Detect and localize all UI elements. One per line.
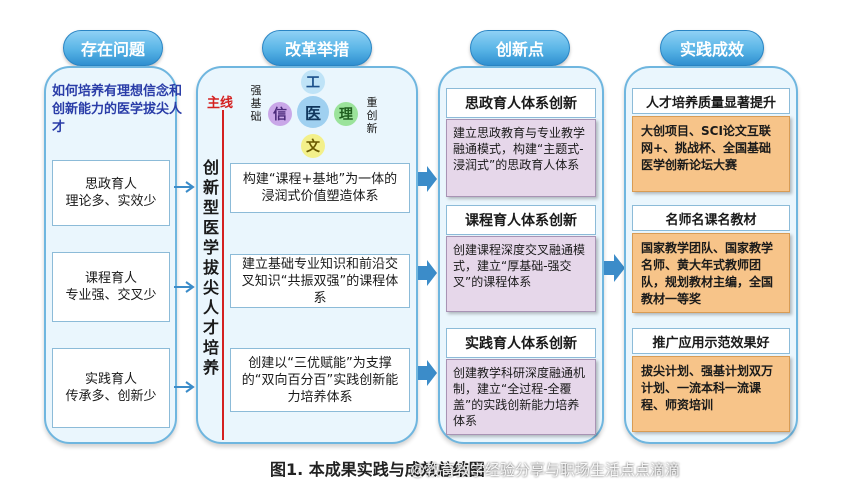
watermark-text: @教育教学经验分享与职场生活点点滴滴 [410, 461, 681, 479]
problem-ideology-desc: 理论多、实效少 [65, 194, 157, 209]
innovation-body-ideology: 建立思政教育与专业教学融通模式，构建“主题式-浸润式”的思政育人体系 [446, 119, 596, 197]
innovation-body-curriculum: 创建课程深度交叉融通模式，建立“厚基础-强交叉”的课程体系 [446, 236, 596, 312]
reform-ideology-text: 构建“课程+基地”为一体的浸润式价值塑造体系 [242, 172, 398, 204]
problem-practice-title: 实践育人 [84, 372, 137, 387]
problem-curriculum-title: 课程育人 [84, 271, 137, 286]
problem-practice-desc: 传承多、创新少 [65, 389, 157, 404]
circle-humanities: 文 [301, 134, 325, 158]
result-body-quality: 大创项目、SCI论文互联网+、挑战杯、全国基础医学创新论坛大赛 [632, 116, 790, 192]
header-innovations: 创新点 [470, 30, 570, 66]
innovation-title-ideology: 思政育人体系创新 [446, 88, 596, 118]
circle-engineering: 工 [301, 70, 325, 94]
problem-question: 如何培养有理想信念和创新能力的医学拔尖人才 [52, 84, 183, 135]
problem-box-curriculum: 课程育人 专业强、交叉少 [52, 252, 170, 322]
result-title-quality: 人才培养质量显著提升 [632, 88, 790, 114]
label-strong-foundation: 强基础 [250, 84, 262, 123]
result-body-teachers: 国家教学团队、国家教学名师、黄大年式教师团队，规划教材主编，全国教材一等奖 [632, 233, 790, 313]
problem-box-ideology: 思政育人 理论多、实效少 [52, 160, 170, 226]
header-results: 实践成效 [660, 30, 764, 66]
main-line-bar [222, 110, 224, 440]
innovation-title-curriculum: 课程育人体系创新 [446, 205, 596, 235]
circle-science: 理 [334, 102, 358, 126]
reform-box-ideology: 构建“课程+基地”为一体的浸润式价值塑造体系 [230, 163, 410, 213]
problem-box-practice: 实践育人 传承多、创新少 [52, 348, 170, 428]
reform-vertical-title: 创新型医学拔尖人才培养 [202, 158, 219, 377]
reform-curriculum-text: 建立基础专业知识和前沿交叉知识“共振双强”的课程体系 [241, 256, 399, 306]
arrow-reform-1-icon [418, 166, 437, 192]
arrow-reform-2-icon [418, 260, 437, 286]
result-title-promotion: 推广应用示范效果好 [632, 328, 790, 354]
main-line-label: 主线 [207, 96, 234, 111]
arrow-problem-3-icon [174, 381, 195, 393]
innovation-body-practice: 创建教学科研深度融通机制，建立“全过程-全覆盖”的实践创新能力培养体系 [446, 359, 596, 435]
arrow-reform-3-icon [418, 360, 437, 386]
result-title-teachers: 名师名课名教材 [632, 205, 790, 231]
innovation-title-practice: 实践育人体系创新 [446, 328, 596, 358]
result-body-promotion: 拔尖计划、强基计划双万计划、一流本科一流课程、师资培训 [632, 356, 790, 432]
header-reforms: 改革举措 [262, 30, 372, 66]
problem-curriculum-desc: 专业强、交叉少 [65, 288, 157, 303]
reform-practice-text: 创建以“三优赋能”为支撑的“双向百分百”实践创新能力培养体系 [241, 355, 399, 405]
label-emphasize-innovation: 重创新 [366, 96, 378, 135]
problem-ideology-title: 思政育人 [84, 177, 137, 192]
header-problems: 存在问题 [63, 30, 163, 66]
circle-medicine: 医 [297, 96, 329, 128]
arrow-problem-2-icon [174, 281, 195, 293]
reform-box-curriculum: 建立基础专业知识和前沿交叉知识“共振双强”的课程体系 [230, 254, 410, 308]
arrow-innovation-to-results-icon [604, 254, 625, 282]
circle-information: 信 [268, 102, 292, 126]
arrow-problem-1-icon [174, 181, 195, 193]
reform-box-practice: 创建以“三优赋能”为支撑的“双向百分百”实践创新能力培养体系 [230, 348, 410, 412]
figure-caption: 图1. 本成果实践与成效总结图 [270, 460, 485, 479]
